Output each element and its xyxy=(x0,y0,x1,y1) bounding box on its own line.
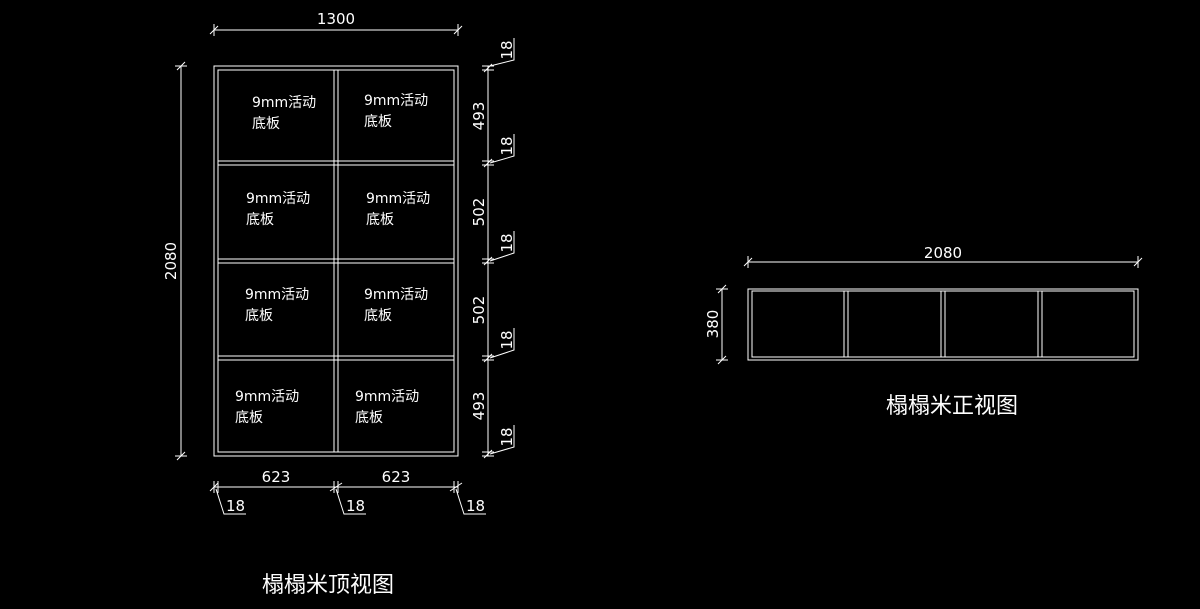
front-view-inner-frame xyxy=(751,290,1135,358)
top-view: 9mm活动 底板 9mm活动 底板 9mm活动 底板 9mm活动 底板 9mm活… xyxy=(162,10,516,598)
thickness-leader: 18 xyxy=(489,231,516,262)
panel-label: 9mm活动 底板 xyxy=(246,191,310,228)
panel-label: 9mm活动 底板 xyxy=(364,287,428,324)
thickness-leader: 18 xyxy=(335,488,366,515)
panel-label-line1: 9mm活动 xyxy=(235,389,299,405)
panel-label-line2: 底板 xyxy=(246,212,274,228)
dimension-text: 623 xyxy=(262,468,291,486)
dimension-text: 623 xyxy=(382,468,411,486)
front-view-outer-frame xyxy=(747,288,1139,361)
panel-label-line1: 9mm活动 xyxy=(355,389,419,405)
panel-label-line2: 底板 xyxy=(245,308,273,324)
thickness-leader: 18 xyxy=(455,488,486,515)
panel-label: 9mm活动 底板 xyxy=(364,93,428,130)
panel-label: 9mm活动 底板 xyxy=(235,389,299,426)
dimension-text: 502 xyxy=(470,296,488,325)
dimension-text: 2080 xyxy=(162,242,180,280)
dimension-text: 2080 xyxy=(924,244,962,262)
dimension-front-width: 2080 xyxy=(743,244,1143,268)
dimension-front-height: 380 xyxy=(704,284,728,365)
panel-label-line1: 9mm活动 xyxy=(364,93,428,109)
top-view-outer-frame xyxy=(213,65,459,457)
panel-label-line2: 底板 xyxy=(364,308,392,324)
dimension-text: 18 xyxy=(498,136,516,155)
thickness-leader: 18 xyxy=(489,134,516,164)
thickness-leader: 18 xyxy=(489,425,516,455)
dimension-text: 493 xyxy=(470,102,488,131)
panel-label: 9mm活动 底板 xyxy=(366,191,430,228)
panel-label: 9mm活动 底板 xyxy=(245,287,309,324)
top-view-inner-frame xyxy=(217,69,455,453)
panel-label-line2: 底板 xyxy=(355,410,383,426)
dimension-text: 18 xyxy=(346,497,365,515)
dimension-text: 502 xyxy=(470,198,488,227)
panel-label: 9mm活动 底板 xyxy=(355,389,419,426)
thickness-leader: 18 xyxy=(215,488,246,515)
panel-label-line1: 9mm活动 xyxy=(366,191,430,207)
dimension-text: 493 xyxy=(470,392,488,421)
dimension-text: 18 xyxy=(498,427,516,446)
top-view-title: 榻榻米顶视图 xyxy=(262,573,394,598)
front-view-title: 榻榻米正视图 xyxy=(886,394,1018,419)
panel-label: 9mm活动 底板 xyxy=(252,95,316,132)
dimension-overall-width: 1300 xyxy=(209,10,463,36)
dimension-row-depths: 493 502 502 493 xyxy=(470,63,494,459)
dimension-text: 18 xyxy=(226,497,245,515)
panel-label-line2: 底板 xyxy=(252,116,280,132)
panel-label-line1: 9mm活动 xyxy=(246,191,310,207)
thickness-leader: 18 xyxy=(489,38,516,67)
dimension-text: 18 xyxy=(498,330,516,349)
dimension-text: 1300 xyxy=(317,10,355,28)
front-view: 2080 380 榻榻米正视图 xyxy=(704,244,1143,419)
panel-label-line1: 9mm活动 xyxy=(364,287,428,303)
panel-label-line2: 底板 xyxy=(364,114,392,130)
panel-label-line2: 底板 xyxy=(235,410,263,426)
dimension-text: 18 xyxy=(498,40,516,59)
dimension-text: 18 xyxy=(498,233,516,252)
dimension-column-widths: 623 623 xyxy=(209,468,463,493)
panel-label-line2: 底板 xyxy=(366,212,394,228)
dimension-text: 18 xyxy=(466,497,485,515)
dimension-overall-depth: 2080 xyxy=(162,61,187,461)
panel-label-line1: 9mm活动 xyxy=(245,287,309,303)
dimension-text: 380 xyxy=(704,310,722,339)
thickness-leader: 18 xyxy=(489,328,516,359)
panel-label-line1: 9mm活动 xyxy=(252,95,316,111)
